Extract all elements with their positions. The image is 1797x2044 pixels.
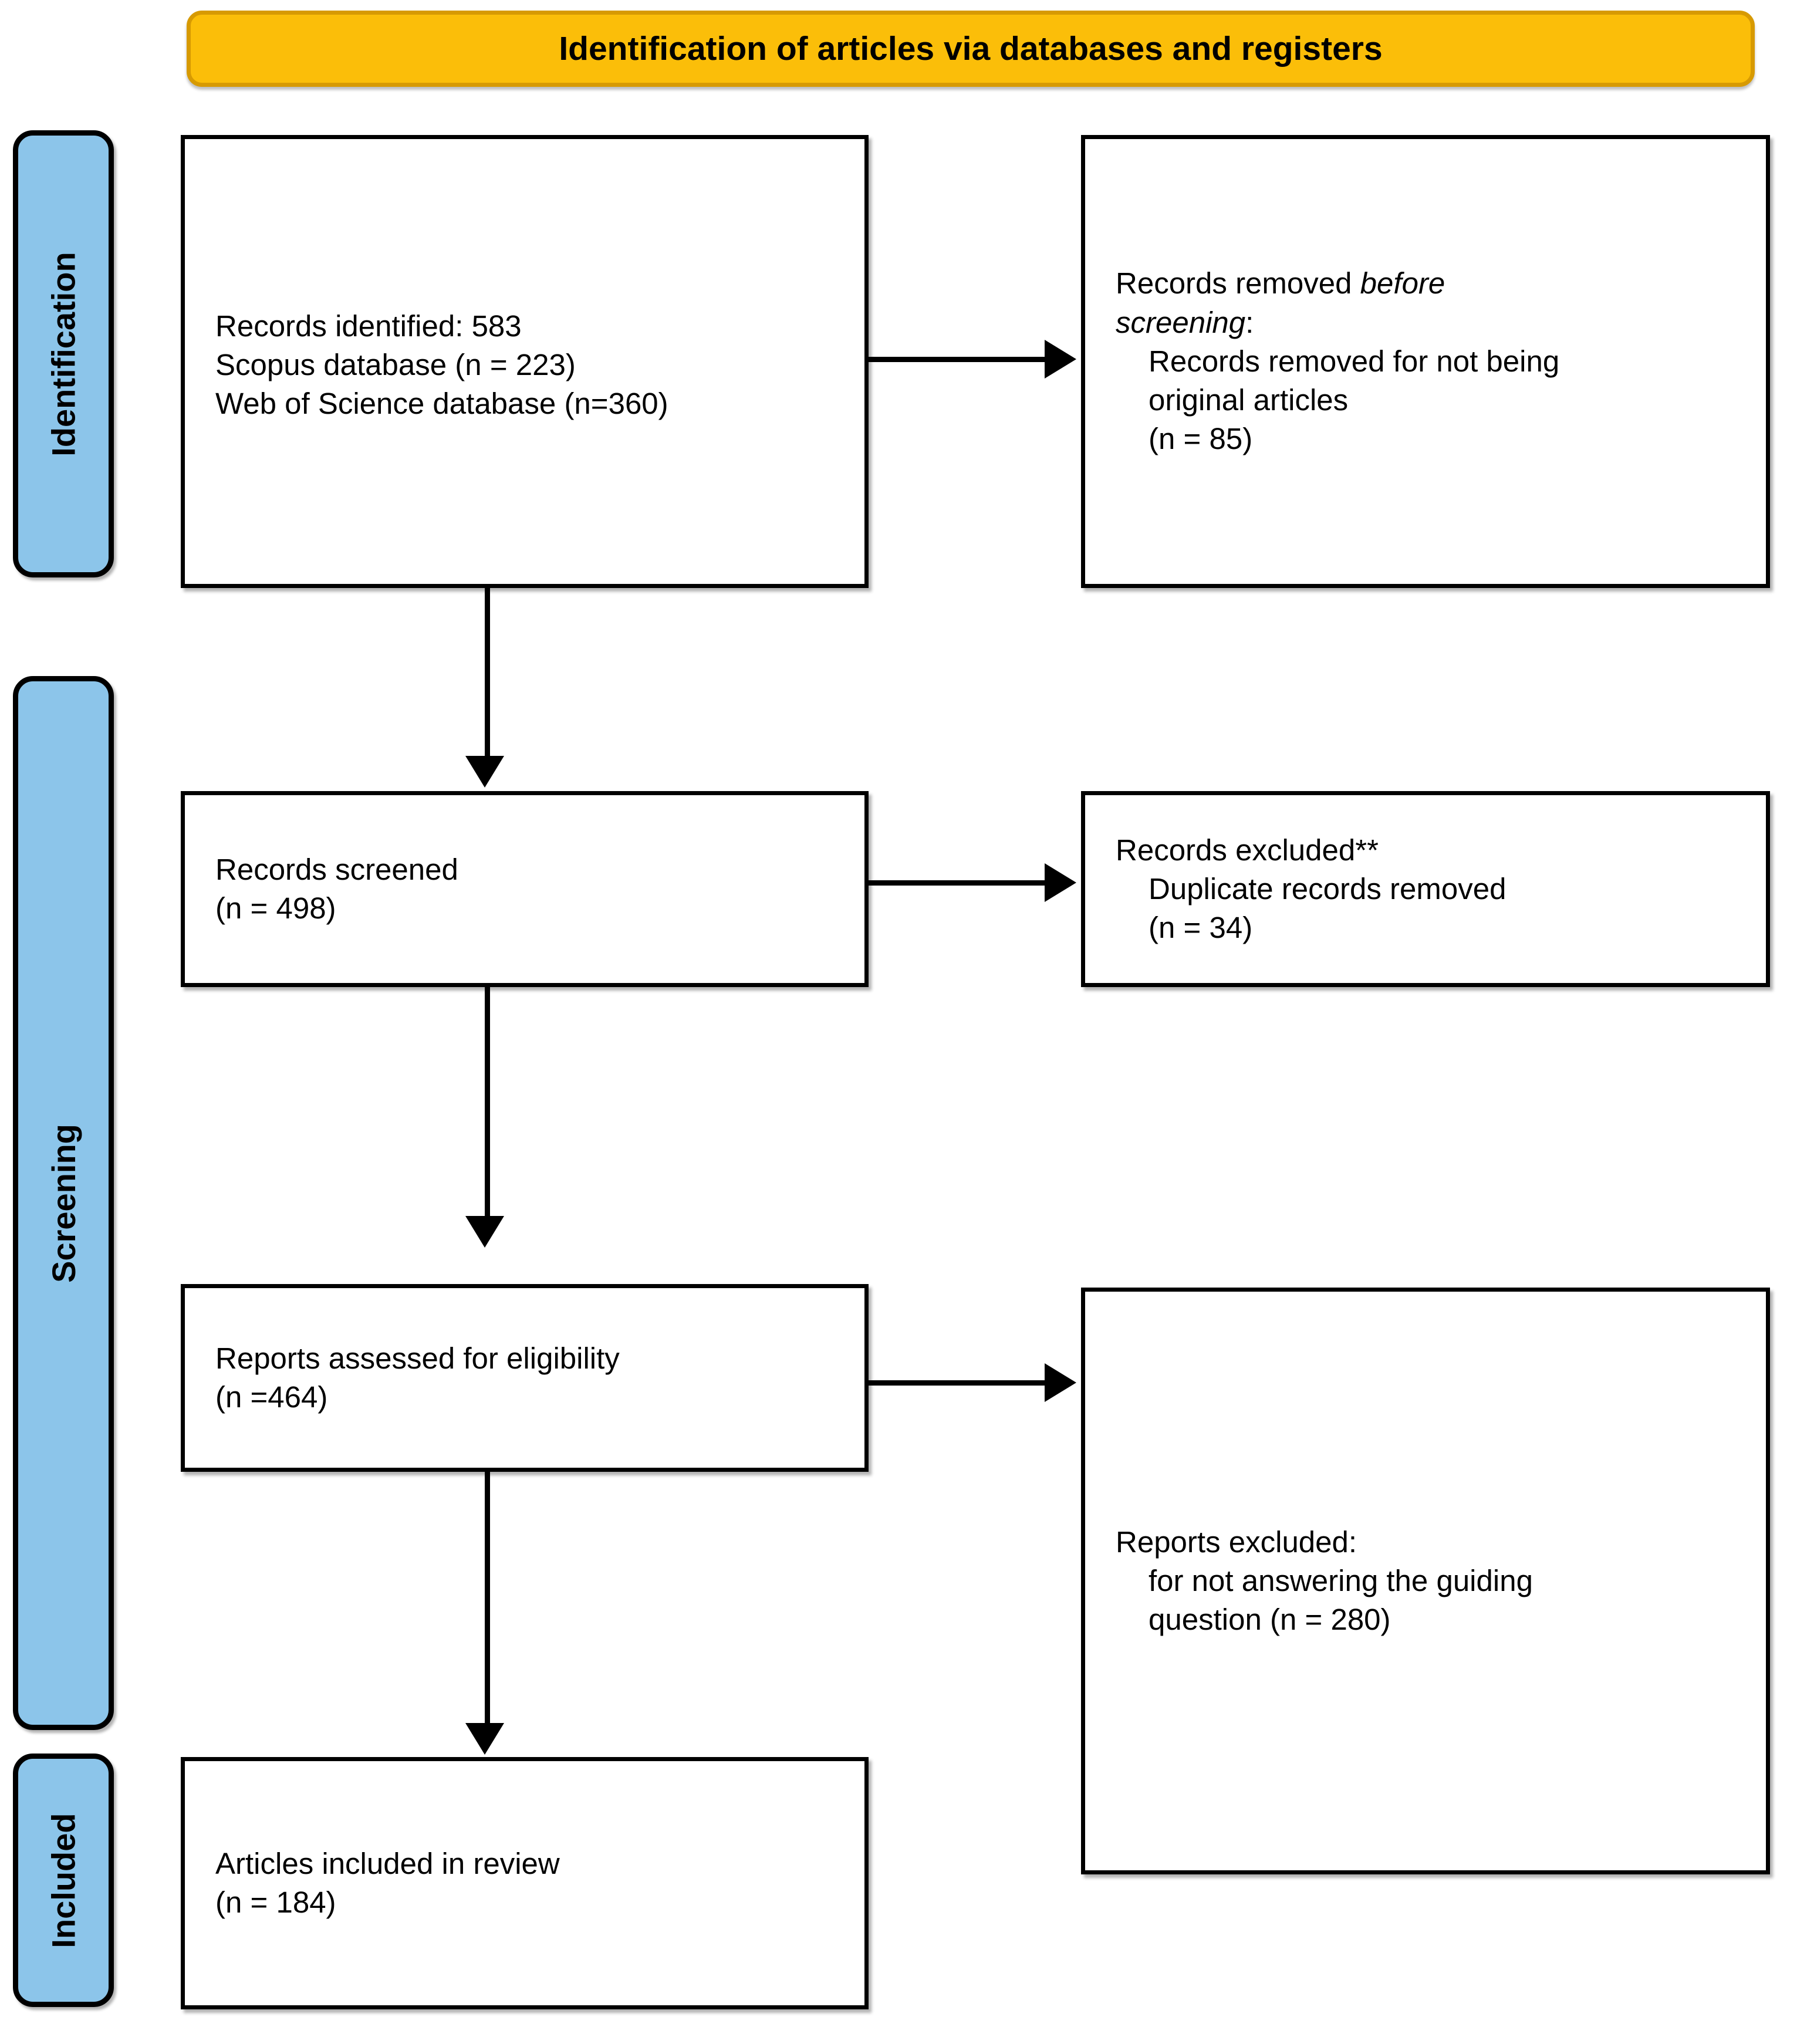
records-identified-total: Records identified: 583 bbox=[215, 309, 522, 343]
connector-eligibility-to-reports-excluded-arrowhead-icon bbox=[1045, 1363, 1076, 1402]
connector-screened-to-excluded-line bbox=[869, 880, 1045, 886]
stage-label-included: Included bbox=[13, 1754, 114, 2007]
stage-label-identification: Identification bbox=[13, 130, 114, 577]
connector-identified-to-screened-arrowhead-icon bbox=[465, 756, 504, 788]
records-removed-heading-line2: screening: bbox=[1116, 303, 1752, 342]
records-screened-count: (n = 498) bbox=[215, 891, 336, 925]
connector-identified-to-removed-arrowhead-icon bbox=[1045, 340, 1076, 379]
records-excluded-reason: Duplicate records removed bbox=[1149, 871, 1506, 906]
connector-eligibility-to-included-arrowhead-icon bbox=[465, 1723, 504, 1755]
connector-identified-to-screened-line bbox=[485, 587, 490, 756]
connector-eligibility-to-reports-excluded-line bbox=[869, 1380, 1045, 1386]
stage-label-screening: Screening bbox=[13, 676, 114, 1730]
box-records-removed-before-screening: Records removed before screening: Record… bbox=[1081, 135, 1770, 588]
articles-included-label: Articles included in review bbox=[215, 1846, 560, 1880]
records-removed-heading-line1: Records removed before bbox=[1116, 264, 1752, 303]
stage-label-included-text: Included bbox=[45, 1812, 82, 1948]
stage-label-screening-text: Screening bbox=[45, 1123, 82, 1283]
connector-eligibility-to-included-line bbox=[485, 1471, 490, 1723]
records-removed-heading-prefix: Records removed bbox=[1116, 266, 1360, 300]
reports-excluded-heading: Reports excluded: bbox=[1116, 1525, 1357, 1559]
records-screened-label: Records screened bbox=[215, 852, 458, 886]
box-reports-assessed-eligibility: Reports assessed for eligibility (n =464… bbox=[181, 1284, 869, 1472]
box-records-identified: Records identified: 583 Scopus database … bbox=[181, 135, 869, 588]
records-removed-heading-italic-screening: screening bbox=[1116, 305, 1246, 339]
reports-excluded-reason-line1: for not answering the guiding bbox=[1149, 1563, 1533, 1597]
records-excluded-heading: Records excluded** bbox=[1116, 833, 1379, 867]
connector-screened-to-eligibility-line bbox=[485, 986, 490, 1216]
records-removed-heading-italic-before: before bbox=[1360, 266, 1445, 300]
box-records-excluded-duplicates: Records excluded** Duplicate records rem… bbox=[1081, 791, 1770, 987]
connector-screened-to-excluded-arrowhead-icon bbox=[1045, 863, 1076, 902]
box-records-screened: Records screened (n = 498) bbox=[181, 791, 869, 987]
records-removed-reason-line1: Records removed for not being bbox=[1149, 344, 1560, 378]
stage-label-identification-text: Identification bbox=[45, 251, 82, 457]
box-articles-included: Articles included in review (n = 184) bbox=[181, 1757, 869, 2009]
reports-excluded-reason-line2: question (n = 280) bbox=[1149, 1603, 1391, 1637]
connector-screened-to-eligibility-arrowhead-icon bbox=[465, 1216, 504, 1248]
records-removed-reason-line2: original articles bbox=[1149, 383, 1349, 417]
reports-eligibility-count: (n =464) bbox=[215, 1380, 328, 1414]
records-identified-scopus: Scopus database (n = 223) bbox=[215, 347, 576, 381]
diagram-title-banner: Identification of articles via databases… bbox=[187, 11, 1755, 87]
reports-eligibility-label: Reports assessed for eligibility bbox=[215, 1341, 620, 1375]
records-excluded-count: (n = 34) bbox=[1149, 911, 1253, 945]
records-removed-count: (n = 85) bbox=[1149, 422, 1253, 456]
diagram-title: Identification of articles via databases… bbox=[559, 30, 1383, 67]
articles-included-count: (n = 184) bbox=[215, 1886, 336, 1919]
records-removed-heading-colon: : bbox=[1245, 305, 1254, 339]
box-reports-excluded: Reports excluded: for not answering the … bbox=[1081, 1288, 1770, 1874]
connector-identified-to-removed-line bbox=[869, 357, 1045, 362]
records-identified-wos: Web of Science database (n=360) bbox=[215, 387, 668, 421]
